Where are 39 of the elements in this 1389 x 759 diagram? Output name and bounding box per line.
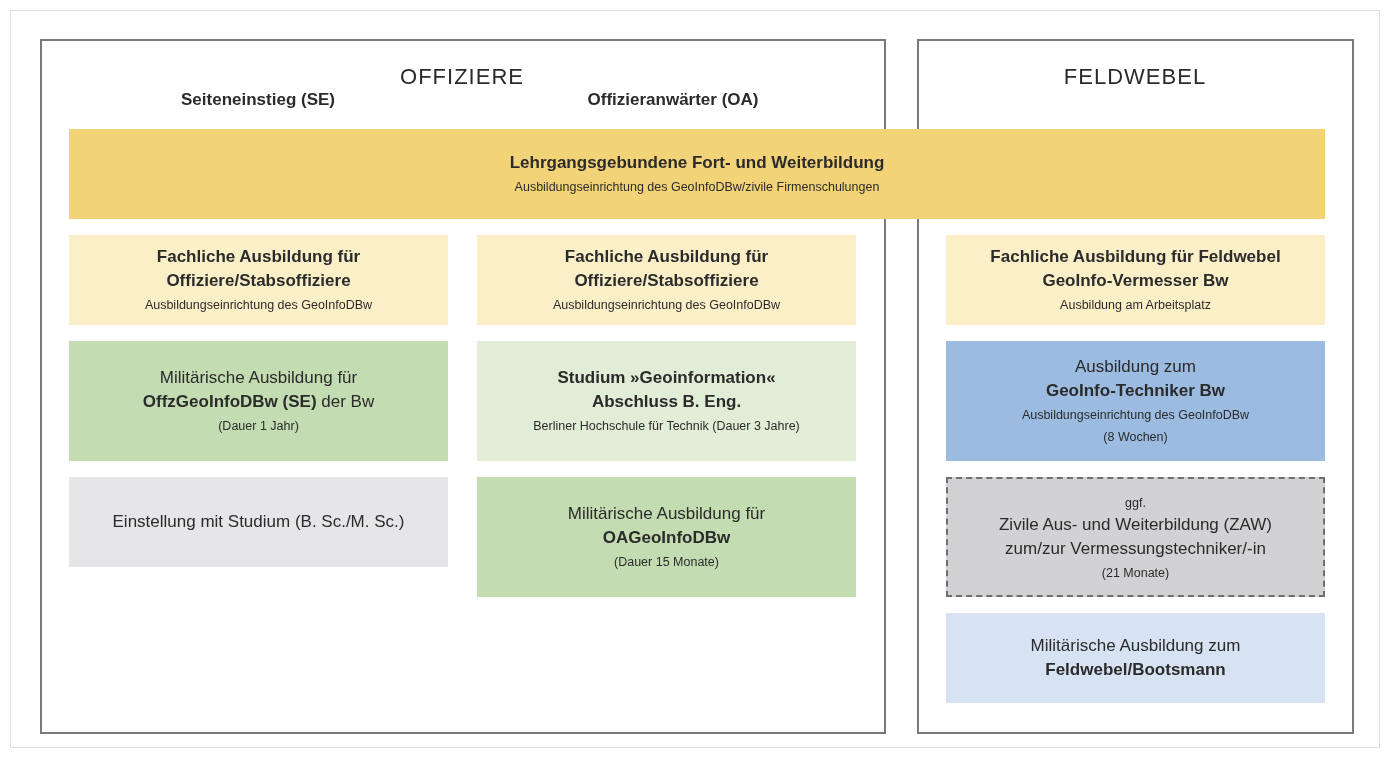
group-panel — [917, 39, 1354, 734]
box-subtext: Ausbildungseinrichtung des GeoInfoDBw/zivile Firmenschulungen — [514, 179, 880, 196]
box-subtext: Ausbildungseinrichtung des GeoInfoDBw — [1021, 407, 1250, 424]
box-subtext: Ausbildungseinrichtung des GeoInfoDBw — [144, 297, 373, 314]
step-box — [946, 341, 1325, 461]
box-heading: Fachliche Ausbildung für Feldwebel GeoInfo-Vermesser Bw — [989, 246, 1282, 292]
optional-step-box — [946, 477, 1325, 597]
box-text: Militärische Ausbildung für OffzGeoInfoDBw (SE) der Bw — [141, 367, 376, 413]
box-subtext: Ausbildung am Arbeitsplatz — [1060, 297, 1211, 314]
box-text: Militärische Ausbildung für OAGeoInfoDBw — [567, 503, 766, 549]
step-box — [946, 235, 1325, 325]
box-subtext: (8 Wochen) — [1103, 429, 1168, 446]
panel-title: OFFIZIERE — [400, 64, 524, 90]
box-text: Einstellung mit Studium (B. Sc./M. Sc.) — [112, 511, 405, 533]
column-heading: Seiteneinstieg (SE) — [181, 90, 335, 110]
box-text: Ausbildung zum GeoInfo-Techniker Bw — [1045, 356, 1226, 402]
box-heading: Fachliche Ausbildung für Offiziere/Stabsoffiziere — [155, 246, 362, 292]
box-subtext: Berliner Hochschule für Technik (Dauer 3 Jahre) — [533, 418, 800, 435]
box-heading: Lehrgangsgebundene Fort- und Weiterbildung — [509, 152, 885, 174]
step-box — [477, 477, 856, 597]
box-heading: Studium »Geoinformation« Abschluss B. Eng. — [556, 367, 777, 413]
box-subtext: (Dauer 15 Monate) — [614, 554, 719, 571]
box-subtext: ggf. — [1125, 495, 1146, 512]
step-box — [69, 477, 448, 567]
step-box — [477, 341, 856, 461]
box-subtext: Ausbildungseinrichtung des GeoInfoDBw — [552, 297, 781, 314]
step-box — [946, 613, 1325, 703]
box-text: Militärische Ausbildung zum Feldwebel/Bootsmann — [1030, 635, 1241, 681]
step-box — [69, 341, 448, 461]
box-heading: Fachliche Ausbildung für Offiziere/Stabsoffiziere — [563, 246, 770, 292]
column-heading: Offizieranwärter (OA) — [587, 90, 759, 110]
step-box — [69, 235, 448, 325]
panel-title: FELDWEBEL — [1063, 64, 1207, 90]
box-subtext: (Dauer 1 Jahr) — [218, 418, 299, 435]
step-box — [477, 235, 856, 325]
box-text: Zivile Aus- und Weiterbildung (ZAW) zum/zur Vermessungstechniker/-in — [997, 514, 1273, 560]
box-subtext: (21 Monate) — [1101, 565, 1170, 582]
step-box — [69, 129, 1325, 219]
group-panel — [40, 39, 886, 734]
